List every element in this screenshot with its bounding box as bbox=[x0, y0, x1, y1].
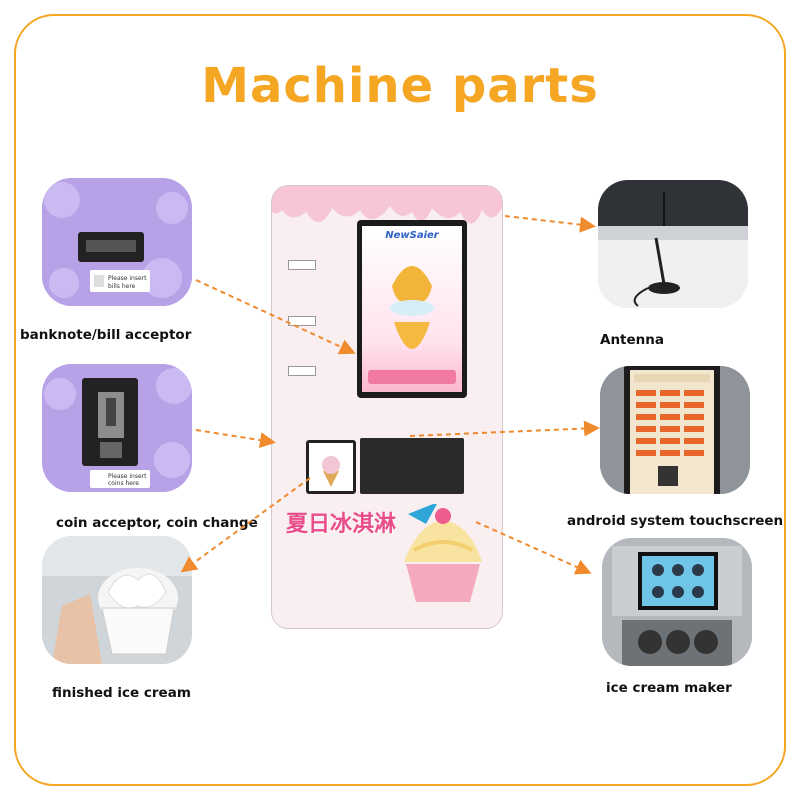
pink-drip-decoration bbox=[272, 186, 502, 224]
notice-sticker bbox=[288, 260, 316, 270]
finished-ice-cream-photo bbox=[42, 536, 192, 664]
coin-acceptor-label: coin acceptor, coin change bbox=[56, 515, 258, 531]
coin-acceptor-photo: Please insert coins here bbox=[42, 364, 192, 492]
cupcake-graphic bbox=[404, 504, 482, 602]
notice-sticker bbox=[288, 366, 316, 376]
banknote-acceptor-photo: Please insert bills here bbox=[42, 178, 192, 306]
svg-text:bills here: bills here bbox=[108, 283, 136, 290]
antenna-label: Antenna bbox=[600, 332, 664, 348]
finished-ice-cream-label: finished ice cream bbox=[52, 685, 191, 701]
svg-text:coins here: coins here bbox=[108, 480, 139, 487]
touchscreen-bezel: NewSaier bbox=[357, 220, 467, 398]
machine-touchscreen[interactable]: NewSaier bbox=[362, 226, 462, 392]
svg-text:Please insert: Please insert bbox=[108, 473, 147, 480]
ice-cream-maker-photo bbox=[602, 538, 752, 666]
vending-machine: NewSaier 夏日冰淇淋 bbox=[272, 186, 502, 628]
antenna-photo bbox=[598, 180, 748, 308]
page-title: Machine parts bbox=[201, 58, 599, 114]
card-slot-panel bbox=[306, 440, 356, 494]
brand-logo: NewSaier bbox=[385, 230, 439, 241]
touchscreen-label: android system touchscreen bbox=[567, 513, 784, 529]
notice-sticker bbox=[288, 316, 316, 326]
summer-ice-cream-text: 夏日冰淇淋 bbox=[286, 512, 397, 537]
touchscreen-photo bbox=[600, 366, 750, 494]
dispensing-window bbox=[360, 438, 464, 494]
svg-text:Please insert: Please insert bbox=[108, 275, 147, 282]
banknote-acceptor-label: banknote/bill acceptor bbox=[20, 327, 192, 343]
ice-cream-maker-label: ice cream maker bbox=[606, 680, 732, 696]
